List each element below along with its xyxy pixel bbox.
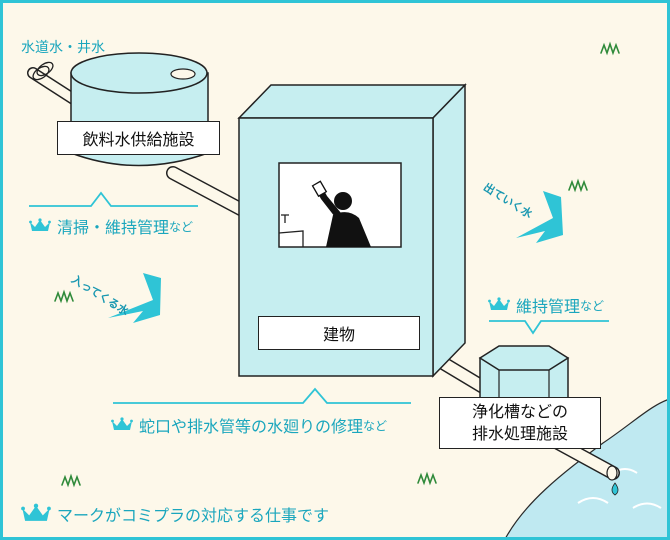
river [505,399,667,537]
outgoing-arrow [516,191,563,243]
callout-building [113,387,411,404]
service-maintenance: 維持管理など [488,293,604,317]
service-cleaning-suffix: など [169,219,194,234]
source-label: 水道水・井水 [21,40,105,56]
sink [278,214,304,247]
service-maintenance-text: 維持管理 [516,297,581,316]
crown-icon [488,297,510,310]
building-label: 建物 [258,316,420,350]
service-cleaning: 清掃・維持管理など [29,214,193,238]
intake-coil [32,61,54,81]
service-maintenance-suffix: など [580,298,605,313]
septic-label-line1: 浄化槽などの [471,402,568,421]
legend-text: マークがコミプラの対応する仕事です [57,506,330,525]
crown-icon [29,218,51,231]
septic-label-line2: 排水処理施設 [471,424,568,443]
callout-septic [489,320,609,335]
crown-icon [111,417,133,430]
septic-label: 浄化槽などの 排水処理施設 [439,397,601,449]
callout-tank [29,191,198,207]
legend: マークがコミプラの対応する仕事です [21,502,329,526]
service-repair-text: 蛇口や排水管等の水廻りの修理 [139,417,364,436]
incoming-arrow [108,273,161,323]
crown-icon [21,503,51,521]
grass [54,41,620,488]
person-drinking [311,180,371,247]
supply-facility-label: 飲料水供給施設 [57,121,220,155]
service-repair: 蛇口や排水管等の水廻りの修理など [111,413,387,437]
service-cleaning-text: 清掃・維持管理 [57,218,170,237]
diagram-artwork [27,41,667,537]
service-repair-suffix: など [363,418,388,433]
water-drop [611,482,619,496]
